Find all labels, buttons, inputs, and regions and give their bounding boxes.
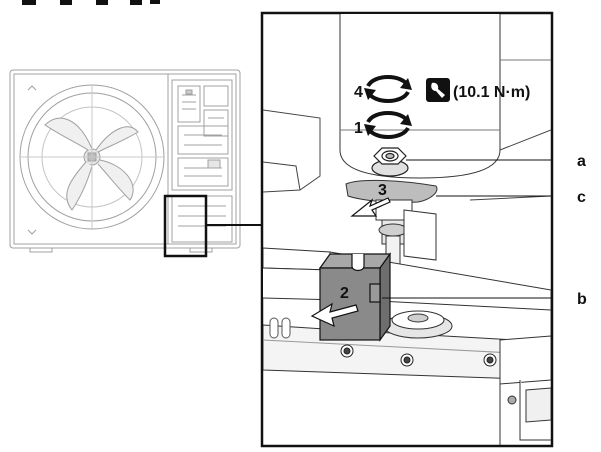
torque-value: (10.1 N·m) bbox=[453, 84, 530, 101]
fan-blade bbox=[66, 161, 93, 211]
step-3-label: 3 bbox=[378, 182, 387, 199]
screw bbox=[483, 353, 497, 367]
step-1-label: 1 bbox=[354, 120, 363, 137]
step-4-label: 4 bbox=[354, 84, 363, 101]
fan-blade bbox=[44, 117, 93, 151]
hex-nut bbox=[371, 147, 409, 177]
screw bbox=[340, 344, 354, 358]
fan-blade bbox=[97, 159, 134, 201]
bottom-bracket bbox=[499, 335, 551, 445]
callout-c: c bbox=[577, 189, 586, 206]
base-plate-upper bbox=[263, 109, 551, 201]
rotate-arrow-icon bbox=[364, 111, 412, 139]
outdoor-unit-overview bbox=[9, 69, 241, 253]
arrow-pull-clamp bbox=[310, 302, 359, 328]
detail-view: 4 (10.1 N·m) 1 3 2 bbox=[260, 11, 554, 448]
fan-blade bbox=[95, 126, 139, 153]
callout-b: b bbox=[577, 291, 587, 308]
heading-fragment bbox=[22, 0, 160, 5]
shipping-clamp bbox=[318, 252, 392, 342]
screw bbox=[400, 353, 414, 367]
rotate-arrow-icon bbox=[364, 75, 412, 103]
rubber-grommet bbox=[345, 179, 438, 204]
arrow-remove-grommet bbox=[350, 197, 391, 217]
torque-wrench-icon bbox=[426, 78, 450, 102]
step-2-label: 2 bbox=[340, 285, 349, 302]
callout-a: a bbox=[577, 153, 586, 170]
slot-detail bbox=[269, 317, 291, 339]
